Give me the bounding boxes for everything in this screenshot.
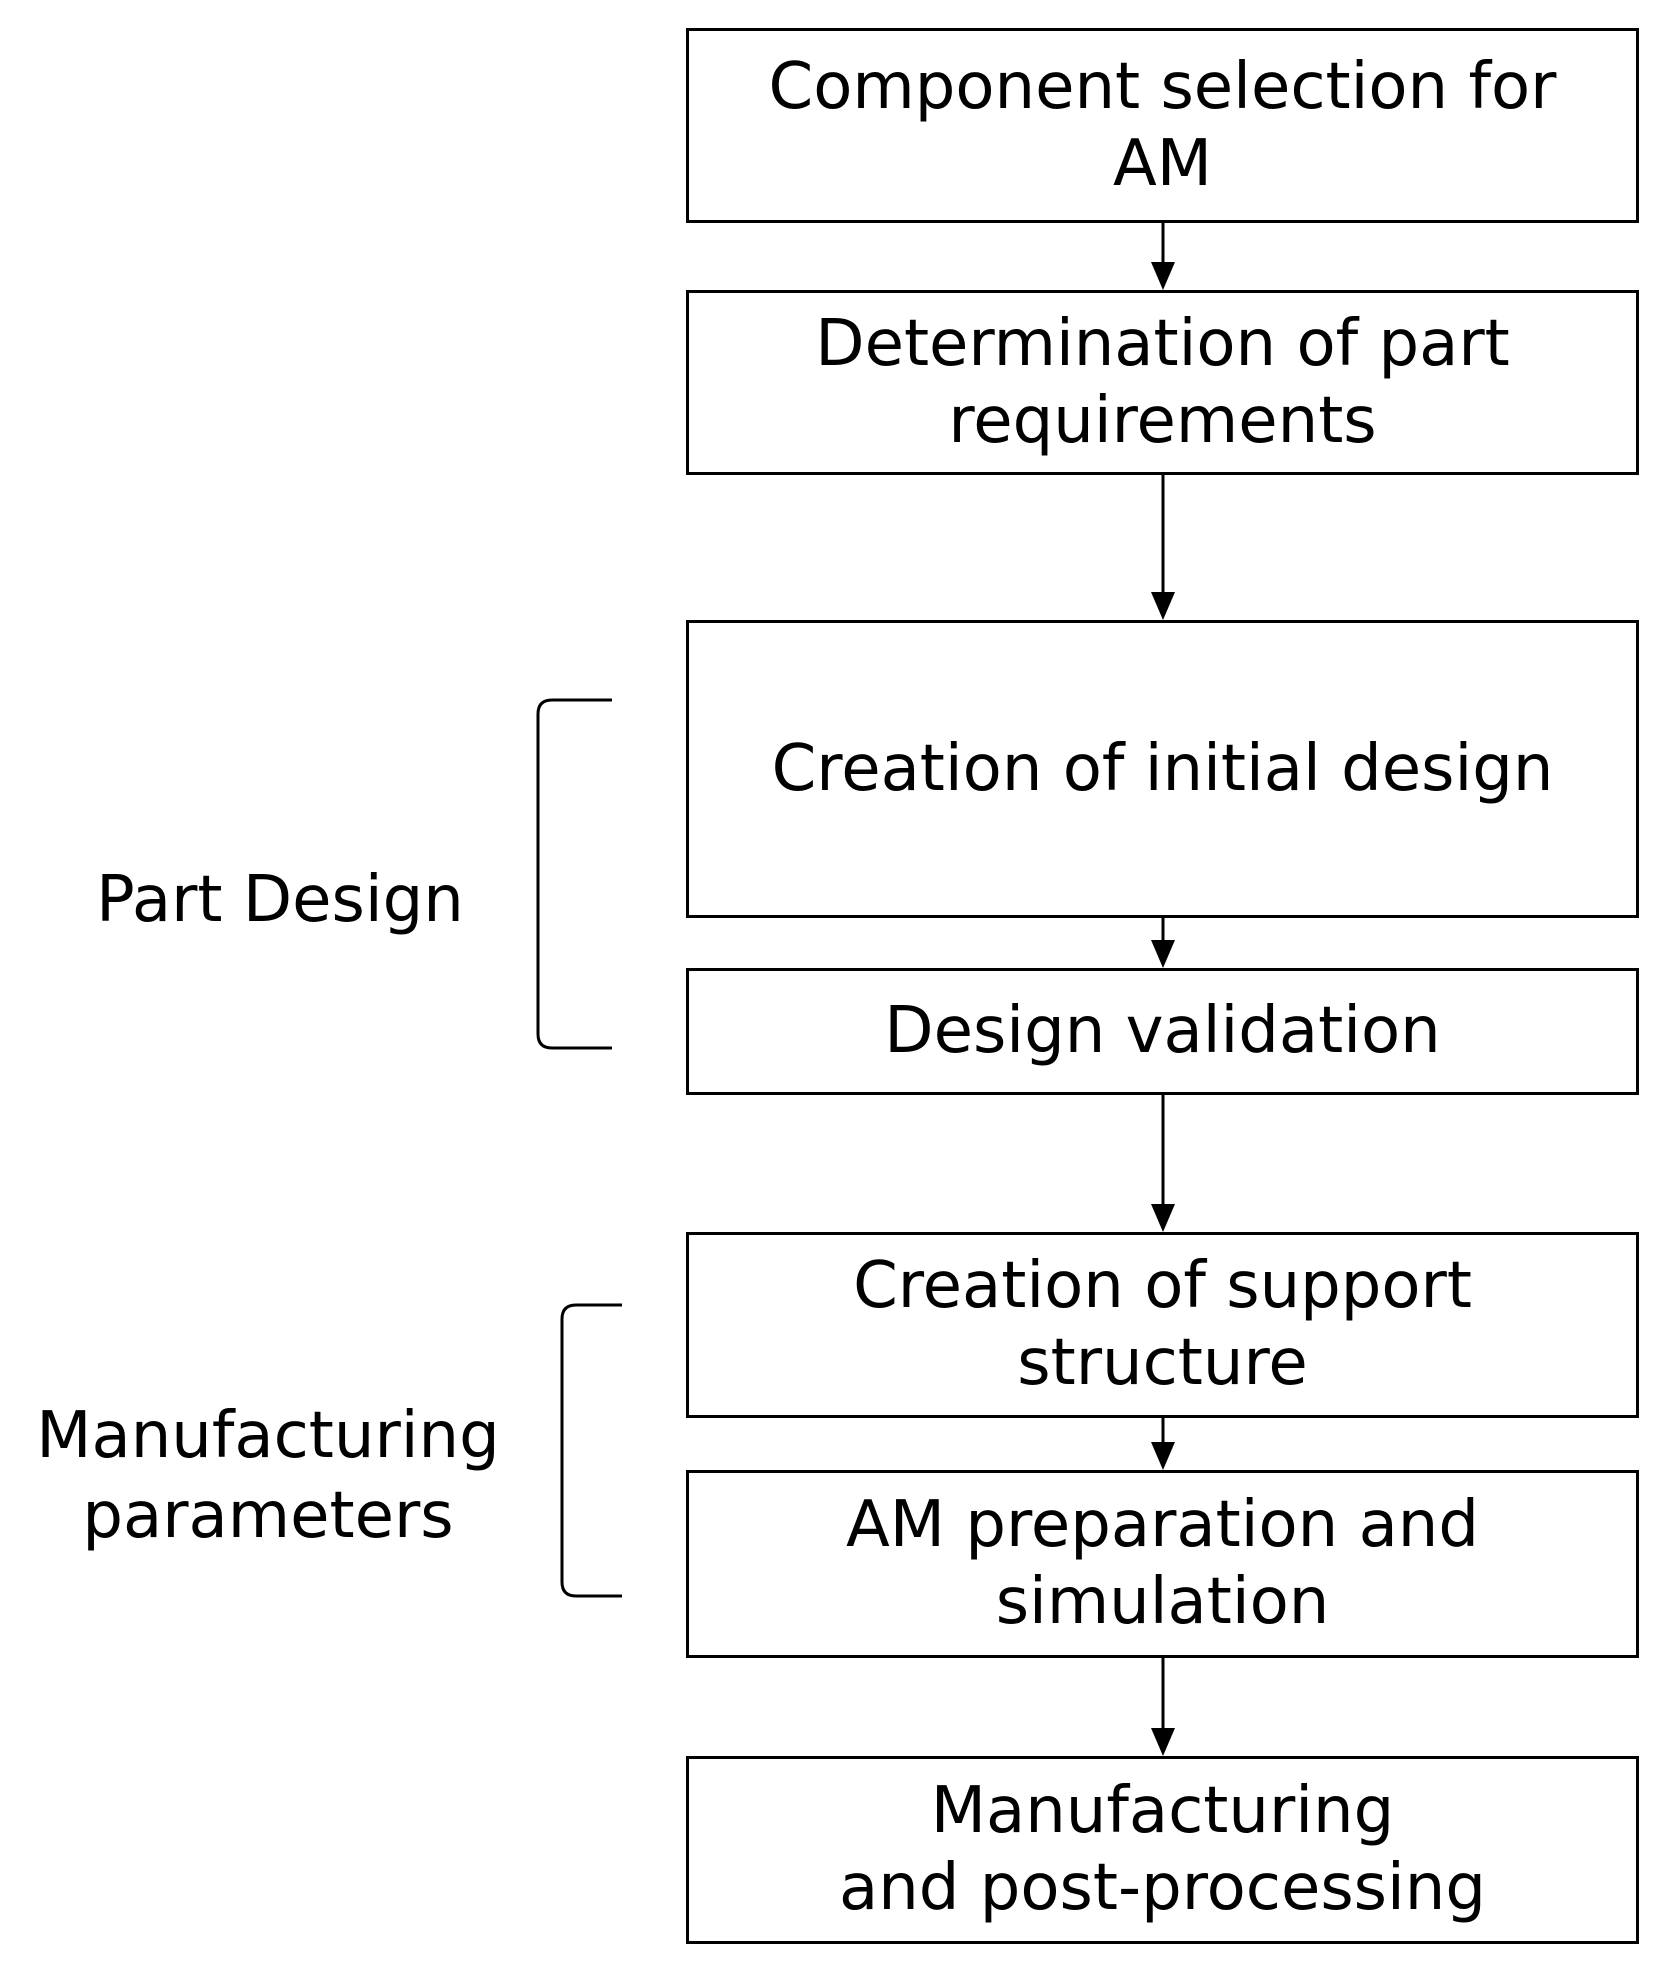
arrowhead-step4-to-step5 bbox=[1151, 1204, 1175, 1232]
step-label: Creation of initial design bbox=[771, 731, 1554, 806]
arrowhead-step5-to-step6 bbox=[1151, 1442, 1175, 1470]
step-label: Component selection for AM bbox=[768, 49, 1557, 201]
step-manufacturing-and-post-processing: Manufacturing and post-processing bbox=[686, 1756, 1639, 1944]
bracket-part-design bbox=[536, 698, 612, 1050]
arrowhead-step1-to-step2 bbox=[1151, 262, 1175, 290]
step-determination-of-part-requirements: Determination of part requirements bbox=[686, 290, 1639, 475]
group-label-manufacturing-parameters: Manufacturing parameters bbox=[36, 1399, 500, 1553]
step-label: AM preparation and simulation bbox=[846, 1488, 1479, 1639]
arrowhead-step6-to-step7 bbox=[1151, 1728, 1175, 1756]
step-label: Manufacturing and post-processing bbox=[839, 1774, 1486, 1925]
step-component-selection: Component selection for AM bbox=[686, 28, 1639, 223]
step-design-validation: Design validation bbox=[686, 968, 1639, 1095]
step-label: Determination of part requirements bbox=[815, 306, 1510, 458]
bracket-manufacturing-parameters bbox=[560, 1303, 622, 1598]
arrowhead-step3-to-step4 bbox=[1151, 940, 1175, 968]
arrowhead-step2-to-step3 bbox=[1151, 592, 1175, 620]
group-label-part-design: Part Design bbox=[96, 863, 464, 937]
step-label: Design validation bbox=[884, 994, 1441, 1069]
step-label: Creation of support structure bbox=[853, 1249, 1472, 1400]
step-creation-of-support-structure: Creation of support structure bbox=[686, 1232, 1639, 1418]
step-creation-of-initial-design: Creation of initial design bbox=[686, 620, 1639, 918]
step-am-preparation-and-simulation: AM preparation and simulation bbox=[686, 1470, 1639, 1658]
